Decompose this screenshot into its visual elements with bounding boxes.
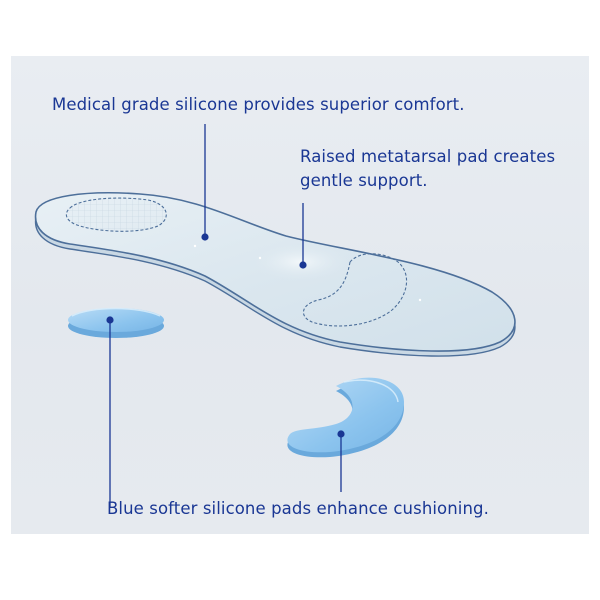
callout-crescent-pad (337, 430, 345, 492)
callout-medical-grade (201, 124, 209, 241)
crescent-blue-pad (287, 377, 404, 458)
callout-round-pad (106, 316, 114, 508)
callout-metatarsal (299, 203, 307, 269)
caption-blue-pads: Blue softer silicone pads enhance cushio… (107, 499, 489, 518)
caption-metatarsal-line-1: Raised metatarsal pad creates (300, 147, 556, 166)
caption-metatarsal: Raised metatarsal pad creates gentle sup… (300, 145, 555, 193)
caption-medical-grade: Medical grade silicone provides superior… (52, 95, 465, 114)
insole (34, 192, 516, 357)
caption-metatarsal-line-2: gentle support. (300, 171, 428, 190)
round-blue-pad (68, 307, 164, 338)
